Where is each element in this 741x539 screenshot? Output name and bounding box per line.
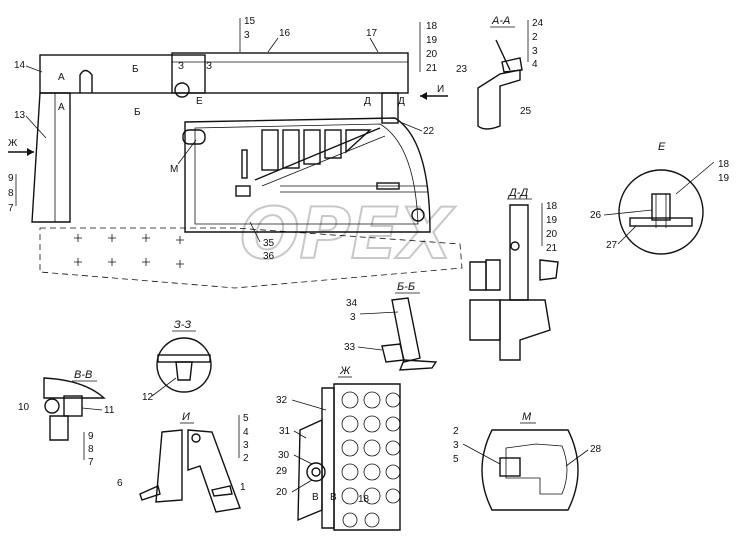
zh-callout-31: 31	[279, 426, 291, 437]
callout-i: И	[437, 84, 444, 95]
zh-callout-30: 30	[278, 450, 290, 461]
e-callout-26: 26	[590, 210, 602, 221]
callout-35: 35	[263, 238, 275, 249]
d-d-callout-19: 19	[546, 215, 558, 226]
d-d-callout-18: 18	[546, 201, 558, 212]
section-title-zh: Ж	[339, 365, 351, 377]
section-title-z-z: З-З	[174, 319, 191, 331]
section-b-b: Б-Б 34 3 33	[344, 281, 438, 371]
i-callout-5: 5	[243, 413, 249, 424]
main-assembly-view	[8, 52, 463, 289]
section-title-m: М	[522, 411, 532, 423]
callout-3: 3	[244, 30, 250, 41]
section-m: М 2 3 5 28	[453, 411, 602, 511]
b-b-callout-33: 33	[344, 342, 356, 353]
section-zh: Ж 32 31 30 29 20 В В 18	[276, 365, 401, 531]
zh-callout-18: 18	[358, 494, 370, 505]
callout-19: 19	[426, 35, 438, 46]
callout-13: 13	[14, 110, 26, 121]
e-callout-18: 18	[718, 159, 730, 170]
b-b-callout-3: 3	[350, 312, 356, 323]
callout-d-right: Д	[398, 96, 405, 107]
a-a-callout-3: 3	[532, 46, 538, 57]
callout-18: 18	[426, 21, 438, 32]
i-callout-1: 1	[240, 482, 246, 493]
section-title-b-b: Б-Б	[397, 281, 415, 293]
callout-b-bottom: Б	[134, 107, 141, 118]
section-i: И 5 4 3 2 1 6	[117, 411, 249, 513]
i-callout-3: 3	[243, 440, 249, 451]
callout-z-right: З	[206, 61, 212, 72]
section-a-a: А-А 24 2 3 4 23 25	[456, 15, 544, 130]
m-callout-5: 5	[453, 454, 459, 465]
zh-callout-v-left: В	[312, 492, 319, 503]
zh-callout-29: 29	[276, 466, 288, 477]
i-callout-2: 2	[243, 453, 249, 464]
zh-callout-20: 20	[276, 487, 288, 498]
section-title-d-d: Д-Д	[507, 187, 528, 199]
a-a-callout-2: 2	[532, 32, 538, 43]
v-v-callout-7: 7	[88, 457, 94, 468]
m-callout-3: 3	[453, 440, 459, 451]
zh-callout-v-right: В	[330, 492, 337, 503]
callout-8: 8	[8, 188, 14, 199]
zh-callout-32: 32	[276, 395, 288, 406]
callout-z-left: З	[178, 61, 184, 72]
d-d-callout-20: 20	[546, 229, 558, 240]
v-v-callout-10: 10	[18, 402, 30, 413]
callout-d-left: Д	[364, 96, 371, 107]
section-e: Е 18 19 26 27	[590, 141, 730, 255]
callout-21: 21	[426, 63, 438, 74]
callout-E: Е	[196, 96, 203, 107]
callout-36: 36	[263, 251, 275, 262]
callout-a-bottom: А	[58, 102, 65, 113]
a-a-callout-23: 23	[456, 64, 468, 75]
section-title-i: И	[182, 411, 190, 423]
v-v-callout-11: 11	[104, 405, 115, 416]
b-b-callout-34: 34	[346, 298, 358, 309]
callout-17: 17	[366, 28, 378, 39]
d-d-callout-21: 21	[546, 243, 558, 254]
section-v-v: В-В 10 11 9 8 7	[18, 369, 115, 468]
section-title-e: Е	[658, 141, 666, 153]
callout-9: 9	[8, 173, 14, 184]
a-a-callout-4: 4	[532, 59, 538, 70]
callout-a-top: А	[58, 72, 65, 83]
callout-22: 22	[423, 126, 435, 137]
callout-b-top: Б	[132, 64, 139, 75]
section-z-z: З-З 12	[142, 319, 212, 403]
i-callout-6: 6	[117, 478, 123, 489]
e-callout-27: 27	[606, 240, 618, 251]
v-v-callout-9: 9	[88, 431, 94, 442]
a-a-callout-25: 25	[520, 106, 532, 117]
callout-16: 16	[279, 28, 291, 39]
a-a-callout-24: 24	[532, 18, 544, 29]
callout-7: 7	[8, 203, 14, 214]
e-callout-19: 19	[718, 173, 730, 184]
watermark-text: OPEX	[240, 193, 456, 275]
section-title-v-v: В-В	[74, 369, 92, 381]
m-callout-2: 2	[453, 426, 459, 437]
i-callout-4: 4	[243, 427, 249, 438]
callout-zh: Ж	[8, 138, 18, 149]
main-callouts: 14 13 9 8 7 15 3 16 17 18 19 20 21 22 М …	[8, 16, 444, 262]
m-callout-28: 28	[590, 444, 602, 455]
z-z-callout-12: 12	[142, 392, 154, 403]
callout-15: 15	[244, 16, 256, 27]
callout-M: М	[170, 164, 178, 175]
callout-14: 14	[14, 60, 26, 71]
callout-20: 20	[426, 49, 438, 60]
section-title-a-a: А-А	[491, 15, 510, 27]
section-d-d: Д-Д 18 19 20 21	[469, 187, 559, 361]
v-v-callout-8: 8	[88, 444, 94, 455]
